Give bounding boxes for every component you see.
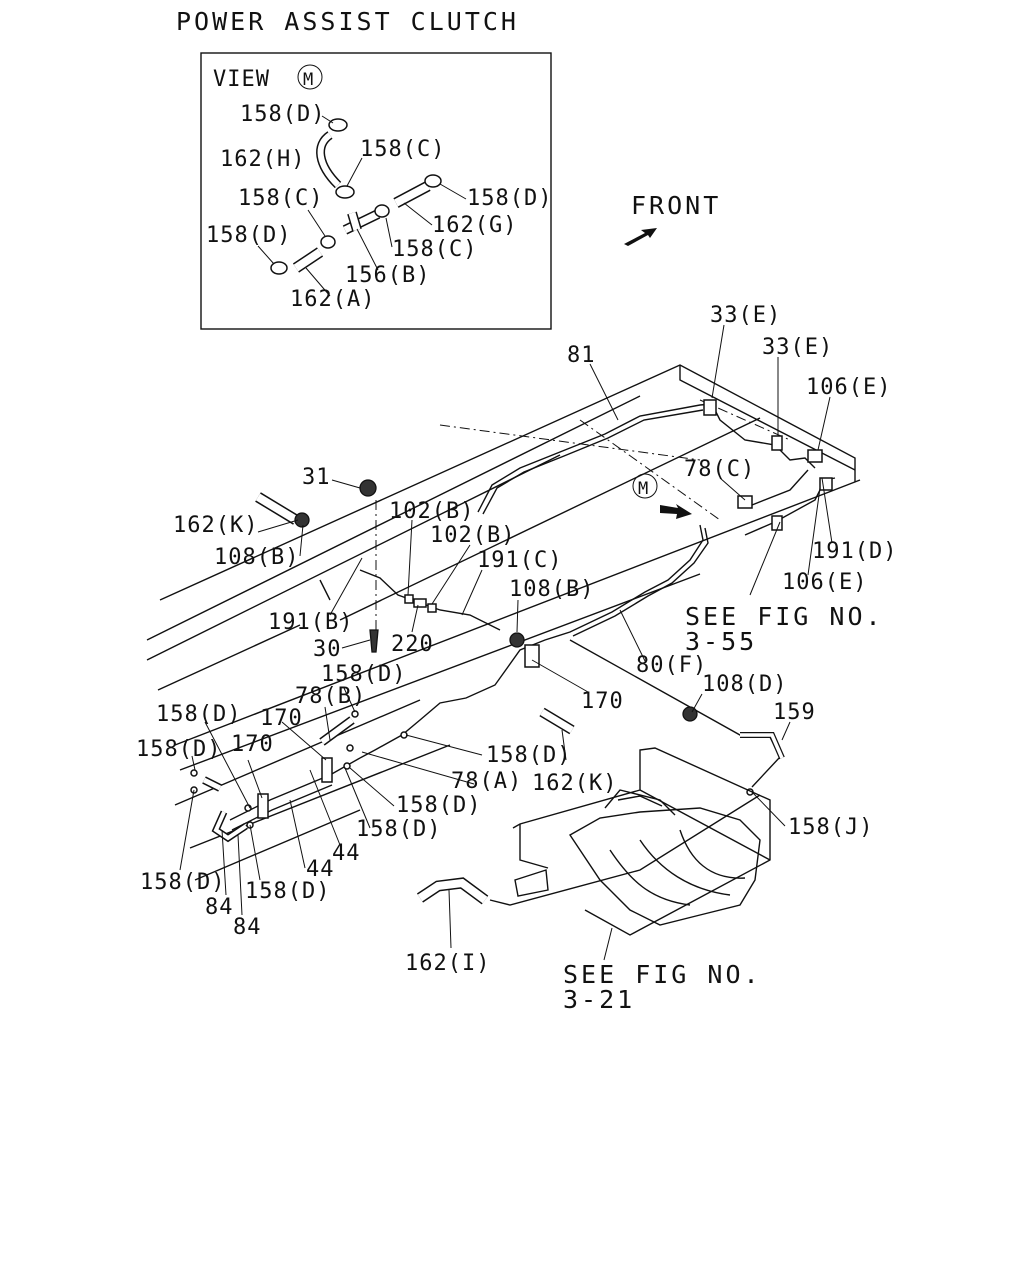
bolt-icon: [369, 629, 379, 653]
callout-84: 84: [205, 895, 234, 920]
brackets: [190, 399, 833, 829]
callout-44: 44: [332, 841, 361, 866]
callout-108b: 108(B): [214, 545, 299, 570]
callout-84: 84: [233, 915, 262, 940]
callout-78b: 78(B): [295, 684, 366, 709]
callout-158d: 158(D): [486, 743, 571, 768]
figure-references: SEE FIG NO. 3-55 SEE FIG NO. 3-21: [563, 602, 884, 1014]
callout-106e: 106(E): [806, 375, 891, 400]
inset-callout: 158(D): [206, 223, 291, 248]
callout-78c: 78(C): [684, 457, 755, 482]
inset-callout: 158(D): [240, 102, 325, 127]
clamp-icon: [374, 204, 390, 218]
callout-158d: 158(D): [245, 879, 330, 904]
callout-170: 170: [231, 732, 274, 757]
inset-frame: [200, 52, 552, 330]
callout-191b: 191(B): [268, 610, 353, 635]
callout-162i: 162(I): [405, 951, 490, 976]
clamp-icon: [424, 174, 442, 188]
inset-callout: 158(D): [467, 186, 552, 211]
front-arrow-icon: [624, 228, 657, 246]
callout-158d: 158(D): [356, 817, 441, 842]
grommet-icon: [509, 632, 525, 648]
inset-callout: 158(C): [392, 237, 477, 262]
callout-102b: 102(B): [430, 523, 515, 548]
callout-31: 31: [302, 465, 331, 490]
inset-callout: 158(C): [238, 186, 323, 211]
inset-callout: 162(G): [432, 213, 517, 238]
callout-162k: 162(K): [532, 771, 617, 796]
callout-108b: 108(B): [509, 577, 594, 602]
pipe-routing: [202, 403, 836, 906]
inset-callout: 162(A): [290, 287, 375, 312]
callout-33e: 33(E): [762, 335, 833, 360]
front-label: FRONT: [631, 191, 721, 220]
callout-170: 170: [581, 689, 624, 714]
callout-78a: 78(A): [451, 769, 522, 794]
callout-170: 170: [260, 706, 303, 731]
diagram-title: POWER ASSIST CLUTCH: [176, 7, 519, 36]
inset-callout: 162(H): [220, 147, 305, 172]
callout-158d: 158(D): [321, 662, 406, 687]
nut-icon: [359, 479, 377, 497]
callouts: 81 33(E) 33(E) 106(E) 78(C) 31 102(B) 10…: [136, 303, 897, 976]
callout-33e: 33(E): [710, 303, 781, 328]
callout-158d: 158(D): [396, 793, 481, 818]
callout-44: 44: [306, 857, 335, 882]
callout-108d: 108(D): [702, 672, 787, 697]
leader-lines: [179, 324, 833, 961]
callout-158d: 158(D): [140, 870, 225, 895]
view-heading: VIEW: [213, 67, 270, 92]
see-fig-number: 3-55: [685, 627, 757, 656]
callout-162k: 162(K): [173, 513, 258, 538]
view-marker-letter: M: [638, 479, 649, 499]
callout-159: 159: [773, 700, 816, 725]
inset-callout: 158(C): [360, 137, 445, 162]
callout-81: 81: [567, 343, 596, 368]
clamp-icon: [320, 235, 336, 249]
clamp-icon: [328, 118, 348, 132]
view-marker-letter: M: [303, 70, 314, 90]
callout-30: 30: [313, 637, 342, 662]
callout-158d: 158(D): [156, 702, 241, 727]
see-fig-reference: SEE FIG NO.: [563, 960, 762, 989]
view-m-inset: VIEW M 158(D) 162(H) 158(C) 158(C) 158(D…: [200, 52, 552, 330]
grommet-icon: [294, 512, 310, 528]
callout-158j: 158(J): [788, 815, 873, 840]
inset-callout: 156(B): [345, 263, 430, 288]
view-marker-circle: [297, 64, 323, 90]
view-arrow-icon: [660, 504, 692, 519]
callout-158d: 158(D): [136, 737, 221, 762]
callout-106e: 106(E): [782, 570, 867, 595]
callout-191d: 191(D): [812, 539, 897, 564]
see-fig-reference: SEE FIG NO.: [685, 602, 884, 631]
callout-102b: 102(B): [389, 499, 474, 524]
see-fig-number: 3-21: [563, 985, 635, 1014]
grommet-icon: [682, 706, 698, 722]
fuel-tank-assembly: [512, 747, 771, 936]
view-marker-circle: [632, 473, 658, 499]
callout-220: 220: [391, 632, 434, 657]
clamp-icon: [335, 185, 355, 199]
callout-191c: 191(C): [477, 548, 562, 573]
callout-80f: 80(F): [636, 653, 707, 678]
clamp-icon: [270, 261, 288, 275]
